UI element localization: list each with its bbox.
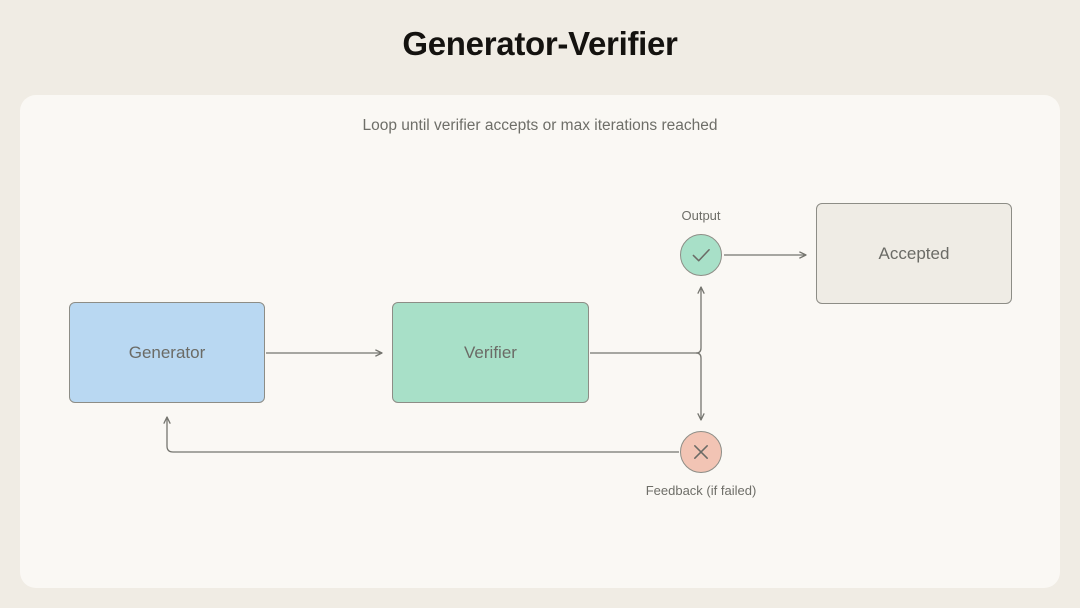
node-accepted-label: Accepted [878, 243, 950, 263]
node-accepted[interactable]: Accepted [816, 203, 1012, 304]
edge-label-feedback: Feedback (if failed) [645, 483, 757, 498]
page-title: Generator-Verifier [402, 25, 678, 62]
node-generator[interactable]: Generator [69, 302, 265, 403]
check-icon [692, 249, 710, 262]
diagram-panel: Loop until verifier accepts or max itera… [20, 95, 1060, 588]
node-verifier[interactable]: Verifier [392, 302, 589, 403]
edge-reject-to-generator [167, 417, 679, 453]
node-verifier-label: Verifier [464, 342, 517, 362]
panel-subtitle: Loop until verifier accepts or max itera… [362, 117, 718, 134]
cross-icon [694, 445, 708, 459]
edge-junction-to-reject [695, 352, 701, 420]
node-generator-label: Generator [128, 342, 206, 362]
edge-junction-to-accept [695, 287, 701, 354]
edge-label-output: Output [681, 208, 721, 223]
node-accept-circle[interactable] [680, 234, 722, 276]
node-reject-circle[interactable] [680, 431, 722, 473]
